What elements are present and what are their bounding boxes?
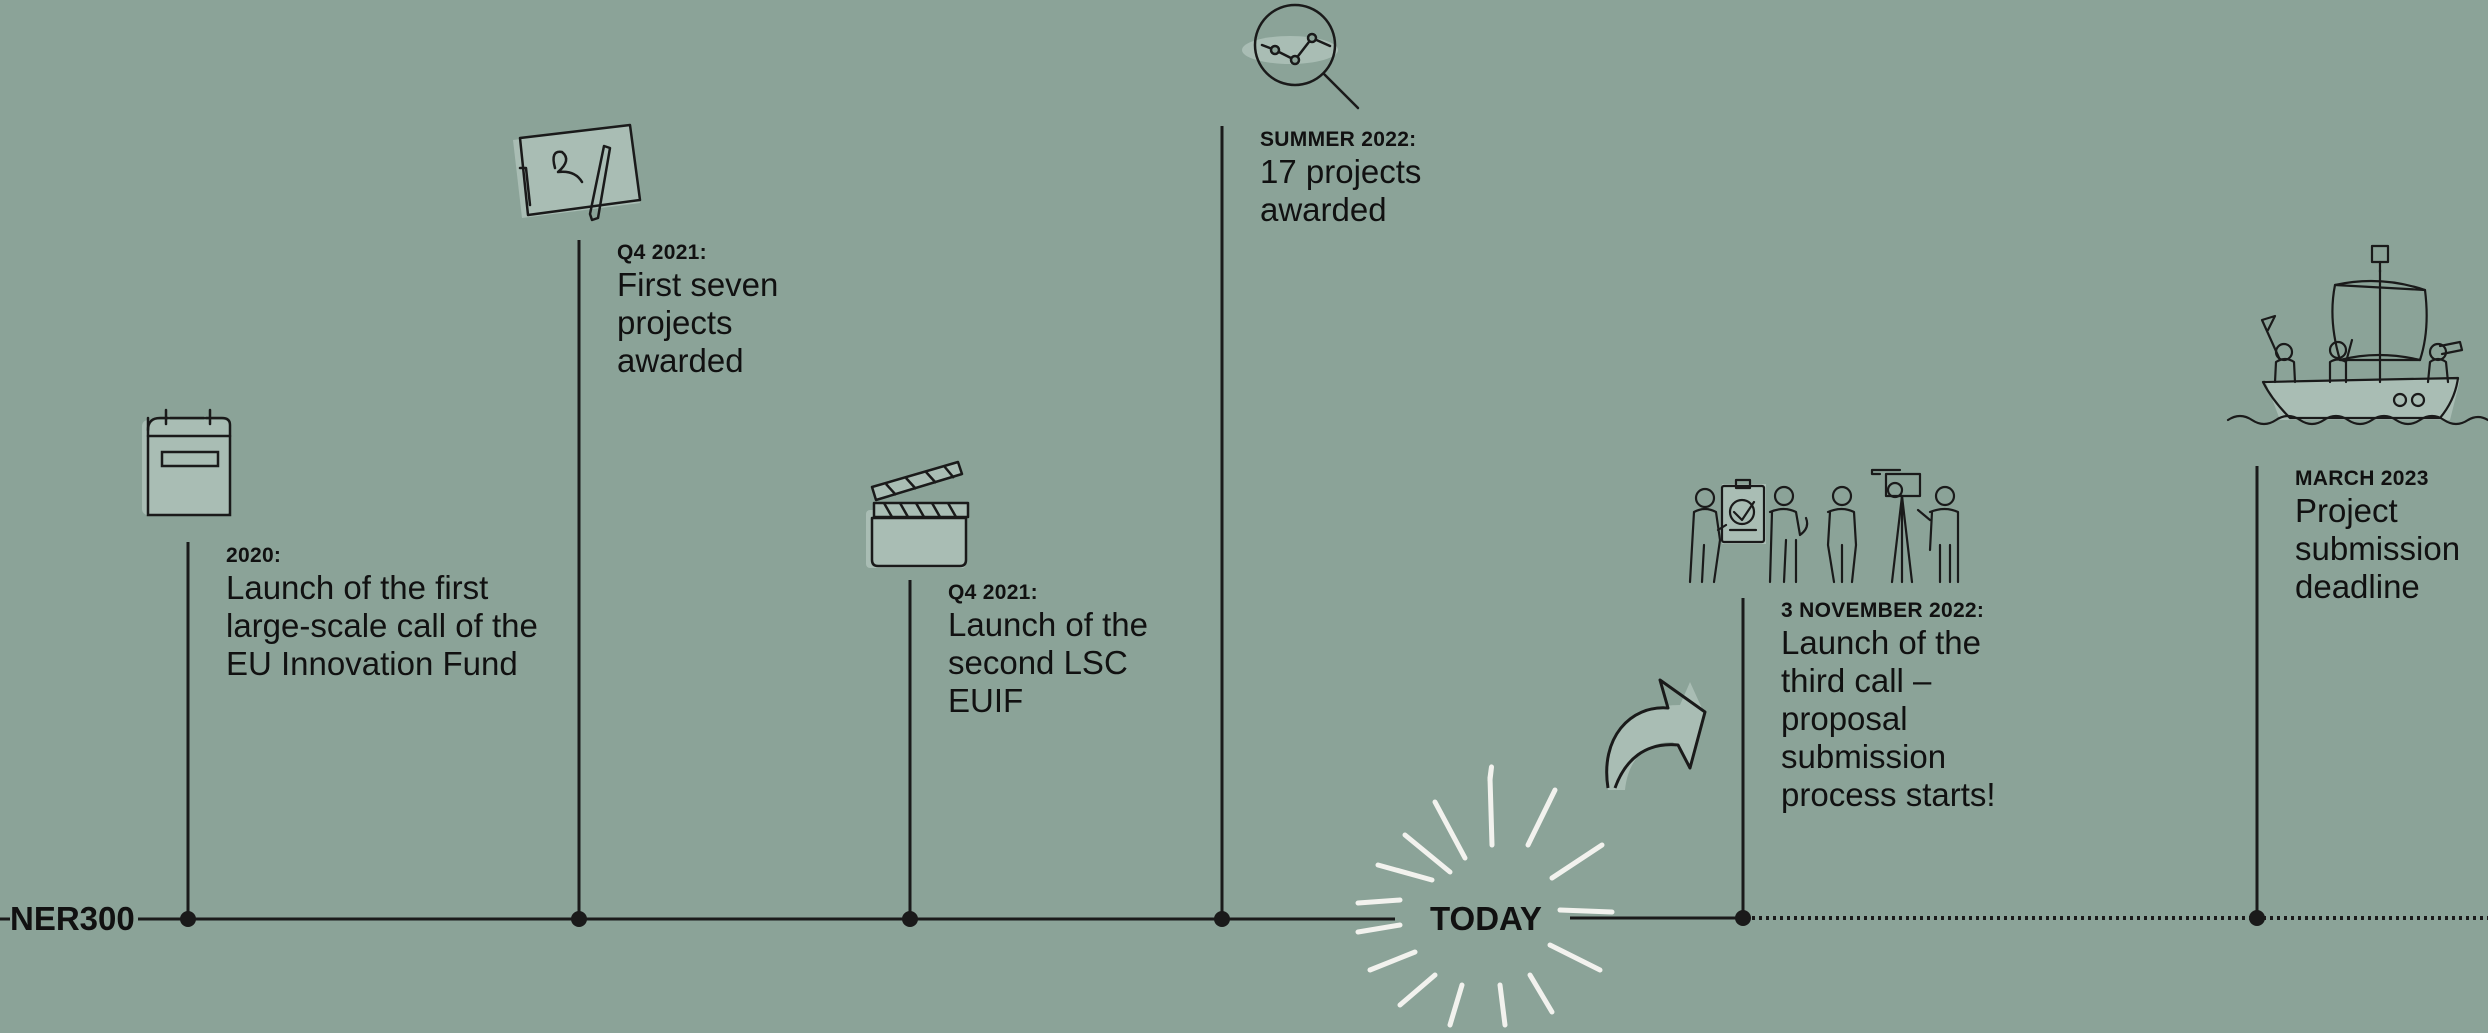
- event-description: Launch of the first large-scale call of …: [226, 569, 556, 683]
- event-date: SUMMER 2022:: [1260, 128, 1416, 152]
- team-people-icon: [1690, 470, 1958, 582]
- curved-arrow-icon: [1607, 680, 1705, 790]
- sailing-ship-icon: [2228, 246, 2488, 424]
- magnifier-chart-icon: [1242, 5, 1358, 108]
- event-description: 17 projects awarded: [1260, 153, 1460, 229]
- event-description: First seven projects awarded: [617, 266, 807, 380]
- event-description: Project submission deadline: [2295, 492, 2475, 606]
- event-dot: [902, 911, 918, 927]
- today-burst-icon: [1358, 767, 1612, 1025]
- event-date: Q4 2021:: [617, 241, 707, 265]
- timeline-start-label: NER300: [10, 900, 135, 938]
- sketch-tablet-icon: [513, 125, 640, 220]
- event-description: Launch of the third call – proposal subm…: [1781, 624, 2011, 814]
- event-date: Q4 2021:: [948, 581, 1038, 605]
- calendar-icon: [142, 410, 230, 515]
- event-date: 3 NOVEMBER 2022:: [1781, 599, 1984, 623]
- event-date: MARCH 2023: [2295, 467, 2429, 491]
- event-date: 2020:: [226, 544, 281, 568]
- today-label: TODAY: [1430, 900, 1542, 938]
- event-dot: [1735, 910, 1751, 926]
- event-dot: [2249, 910, 2265, 926]
- event-dot: [571, 911, 587, 927]
- event-dot: [1214, 911, 1230, 927]
- event-dot: [180, 911, 196, 927]
- event-description: Launch of the second LSC EUIF: [948, 606, 1178, 720]
- clapperboard-icon: [866, 462, 968, 568]
